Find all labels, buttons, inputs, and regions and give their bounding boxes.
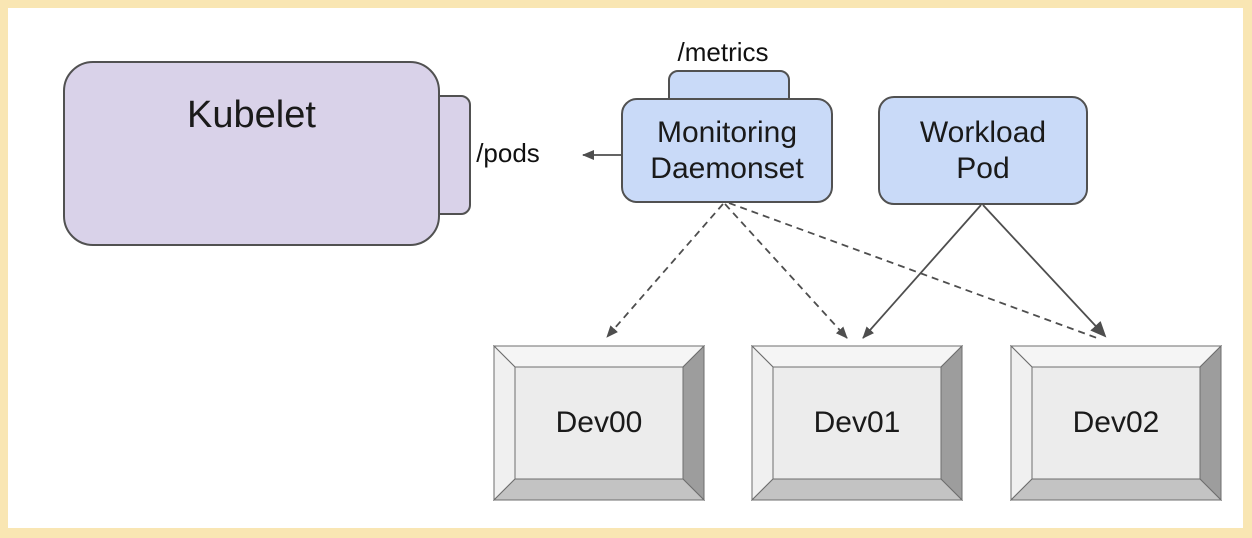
device-box-dev00: Dev00 (493, 345, 705, 501)
pods-endpoint-label: /pods (476, 138, 540, 168)
monitoring-daemonset-label-line2: Daemonset (650, 151, 804, 185)
device-bevel (493, 345, 705, 501)
metrics-endpoint-label: /metrics (677, 37, 769, 67)
workload-pod-node: Workload Pod (878, 96, 1088, 205)
device-box-dev02: Dev02 (1010, 345, 1222, 501)
device-bevel (751, 345, 963, 501)
edge-monitoring-to-dev01 (724, 203, 848, 339)
kubelet-label: Kubelet (187, 94, 316, 136)
edge-workload-to-dev02 (982, 204, 1107, 338)
workload-pod-label-line2: Pod (956, 151, 1010, 185)
connector-lines (582, 150, 1107, 339)
edge-workload-to-dev01 (862, 204, 982, 339)
workload-pod-label-line1: Workload (919, 115, 1047, 149)
device-box-dev01: Dev01 (751, 345, 963, 501)
device-label: Dev01 (813, 406, 901, 439)
edge-monitoring-to-dev00 (606, 203, 724, 338)
edge-monitoring-to-dev02 (728, 202, 1098, 339)
kubelet-node: Kubelet (63, 61, 440, 246)
device-label: Dev02 (1072, 406, 1160, 439)
device-label: Dev00 (555, 406, 643, 439)
monitoring-daemonset-label-line1: Monitoring (656, 115, 798, 149)
device-bevel (1010, 345, 1222, 501)
monitoring-daemonset-node: Monitoring Daemonset (621, 98, 833, 203)
